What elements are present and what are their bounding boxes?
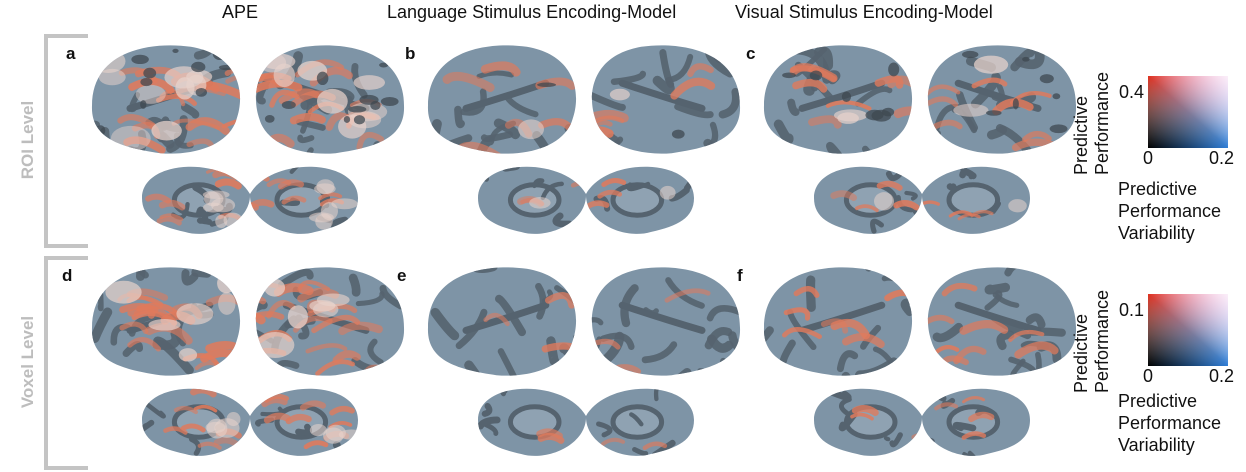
colorbar-roi-ytick: 0.4 [1119, 82, 1145, 102]
right-hemisphere-lateral [255, 45, 405, 154]
left-hemisphere-medial [142, 388, 251, 456]
row-label-roi: ROI Level [18, 100, 37, 180]
colorbar-voxel-gradient [1148, 294, 1228, 366]
colorbar-voxel-xmin: 0 [1143, 366, 1154, 386]
row-label-voxel: Voxel Level [18, 315, 37, 409]
panel-letter-b: b [405, 44, 416, 63]
left-hemisphere-lateral [763, 45, 913, 154]
brain-panel-c [763, 45, 1077, 234]
left-hemisphere-medial [814, 388, 923, 456]
brain-panel-f [763, 267, 1077, 456]
colorbar-roi-xmin: 0 [1143, 148, 1154, 168]
right-hemisphere-medial [921, 166, 1030, 234]
colorbar-roi-xmax: 0.2 [1209, 148, 1235, 168]
brain-panel-e [427, 267, 741, 456]
left-hemisphere-lateral [763, 267, 913, 376]
right-hemisphere-medial [585, 388, 694, 456]
column-title-language: Language Stimulus Encoding-Model [387, 2, 677, 22]
panel-letter-a: a [66, 44, 76, 63]
brain-panel-d [91, 267, 405, 456]
left-hemisphere-lateral [427, 45, 577, 154]
panel-letter-e: e [397, 266, 407, 285]
right-hemisphere-lateral [591, 45, 741, 154]
colorbar-voxel-xmax: 0.2 [1209, 366, 1235, 386]
left-hemisphere-medial [478, 166, 587, 234]
brain-panel-a [91, 45, 405, 234]
panel-letter-c: c [746, 44, 756, 63]
right-hemisphere-lateral [927, 267, 1077, 376]
left-hemisphere-lateral [427, 267, 577, 376]
right-hemisphere-medial [585, 166, 694, 234]
column-title-ape: APE [222, 2, 259, 22]
right-hemisphere-medial [249, 166, 358, 234]
voxel-row-bracket [44, 256, 88, 470]
colorbar-roi-gradient [1148, 76, 1228, 148]
colorbar-voxel [1148, 294, 1228, 366]
colorbar-roi [1148, 76, 1228, 148]
right-hemisphere-lateral [591, 267, 741, 376]
left-hemisphere-medial [142, 166, 251, 234]
right-hemisphere-lateral [255, 267, 405, 376]
left-hemisphere-lateral [91, 45, 241, 154]
panel-letter-d: d [62, 266, 73, 285]
right-hemisphere-medial [921, 388, 1030, 456]
right-hemisphere-lateral [927, 45, 1077, 154]
panel-letter-f: f [737, 266, 743, 285]
right-hemisphere-medial [249, 388, 358, 456]
left-hemisphere-medial [478, 388, 587, 456]
roi-row-bracket [44, 34, 88, 248]
left-hemisphere-lateral [91, 267, 241, 376]
brain-panel-b [427, 45, 741, 234]
left-hemisphere-medial [814, 166, 923, 234]
colorbar-voxel-ytick: 0.1 [1119, 300, 1145, 320]
column-title-visual: Visual Stimulus Encoding-Model [735, 2, 993, 22]
